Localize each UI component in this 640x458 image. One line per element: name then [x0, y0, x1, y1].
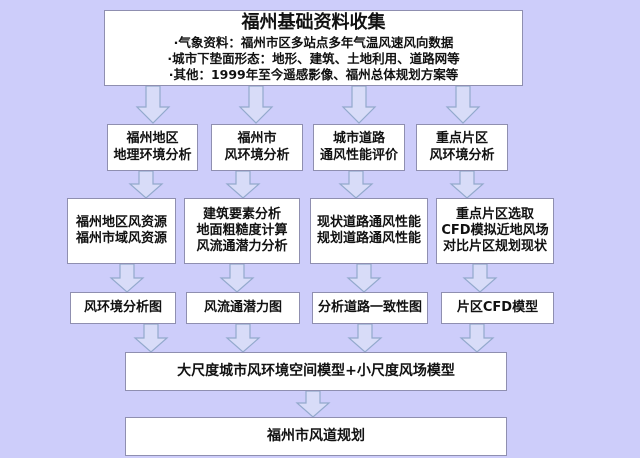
- analysis-box-city-wind-environment: 福州市 风环境分析: [211, 124, 303, 171]
- output-label: 风环境分析图: [83, 299, 162, 315]
- wind-corridor-planning-label: 福州市风道规划: [267, 427, 365, 444]
- analysis-box-key-area-wind: 重点片区 风环境分析: [416, 124, 508, 171]
- analysis-label-line1: 城市道路: [332, 131, 385, 147]
- detail-line: 对比片区规划现状: [442, 239, 547, 255]
- combined-model-box: 大尺度城市风环境空间模型+小尺度风场模型: [125, 352, 507, 391]
- arrow-down-icon: [128, 170, 164, 199]
- output-label: 分析道路一致性图: [317, 299, 422, 315]
- detail-line: 规划道路通风性能: [316, 231, 421, 246]
- detail-line: 重点片区选取: [455, 206, 534, 222]
- arrow-down-icon: [295, 390, 331, 418]
- detail-line: 风流通潜力分析: [196, 239, 288, 255]
- analysis-label-line2: 通风性能评价: [319, 147, 398, 163]
- bullet-meteorological-data: ·气象资料：福州市区多站点多年气温风速风向数据: [173, 34, 454, 50]
- detail-box-road-performance: 现状道路通风性能 规划道路通风性能: [310, 198, 428, 264]
- arrow-down-icon: [338, 170, 374, 199]
- arrow-down-icon: [135, 85, 171, 124]
- arrow-down-icon: [462, 263, 498, 293]
- data-collection-title: 福州基础资料收集: [241, 12, 386, 34]
- detail-line: CFD模拟近地风场: [441, 222, 549, 238]
- output-box-ventilation-potential-map: 风流通潜力图: [186, 292, 300, 324]
- arrow-down-icon: [347, 323, 383, 353]
- bullet-urban-surface-form: ·城市下垫面形态：地形、建筑、土地利用、道路网等: [167, 51, 460, 67]
- arrow-down-icon: [459, 323, 495, 353]
- detail-line: 福州地区风资源: [75, 214, 167, 230]
- arrow-down-icon: [238, 85, 274, 124]
- analysis-label-line2: 风环境分析: [224, 147, 290, 163]
- output-label: 片区CFD模型: [456, 299, 539, 315]
- output-box-wind-environment-map: 风环境分析图: [70, 292, 176, 324]
- analysis-label-line1: 福州地区: [126, 131, 179, 147]
- arrow-down-icon: [449, 170, 485, 199]
- arrow-down-icon: [109, 263, 145, 293]
- analysis-label-line2: 风环境分析: [429, 147, 495, 163]
- analysis-box-geographic-environment: 福州地区 地理环境分析: [107, 124, 198, 171]
- arrow-down-icon: [225, 323, 261, 353]
- combined-model-label: 大尺度城市风环境空间模型+小尺度风场模型: [177, 362, 455, 379]
- output-label: 风流通潜力图: [203, 299, 282, 315]
- detail-box-ventilation-potential: 建筑要素分析 地面粗糙度计算 风流通潜力分析: [184, 198, 300, 264]
- analysis-label-line1: 福州市: [237, 131, 277, 147]
- arrow-down-icon: [346, 263, 382, 293]
- detail-line: 地面粗糙度计算: [196, 222, 288, 238]
- data-collection-box: 福州基础资料收集 ·气象资料：福州市区多站点多年气温风速风向数据 ·城市下垫面形…: [104, 10, 523, 86]
- arrow-down-icon: [341, 85, 377, 124]
- output-box-area-cfd-model: 片区CFD模型: [441, 292, 554, 324]
- bullet-other-data: ·其他：1999年至今遥感影像、福州总体规划方案等: [168, 67, 459, 83]
- output-box-road-consistency-map: 分析道路一致性图: [312, 292, 428, 324]
- analysis-label-line1: 重点片区: [435, 131, 488, 147]
- analysis-label-line2: 地理环境分析: [113, 147, 192, 163]
- arrow-down-icon: [445, 85, 481, 124]
- arrow-down-icon: [133, 323, 169, 353]
- detail-line: 福州市域风资源: [75, 231, 167, 246]
- detail-box-cfd-simulation: 重点片区选取 CFD模拟近地风场 对比片区规划现状: [436, 198, 554, 264]
- detail-box-wind-resources: 福州地区风资源 福州市域风资源: [67, 198, 176, 264]
- arrow-down-icon: [219, 263, 255, 293]
- arrow-down-icon: [225, 170, 261, 199]
- detail-line: 现状道路通风性能: [316, 214, 421, 230]
- analysis-box-road-ventilation: 城市道路 通风性能评价: [313, 124, 405, 171]
- wind-corridor-planning-box: 福州市风道规划: [125, 417, 507, 456]
- detail-line: 建筑要素分析: [202, 206, 281, 222]
